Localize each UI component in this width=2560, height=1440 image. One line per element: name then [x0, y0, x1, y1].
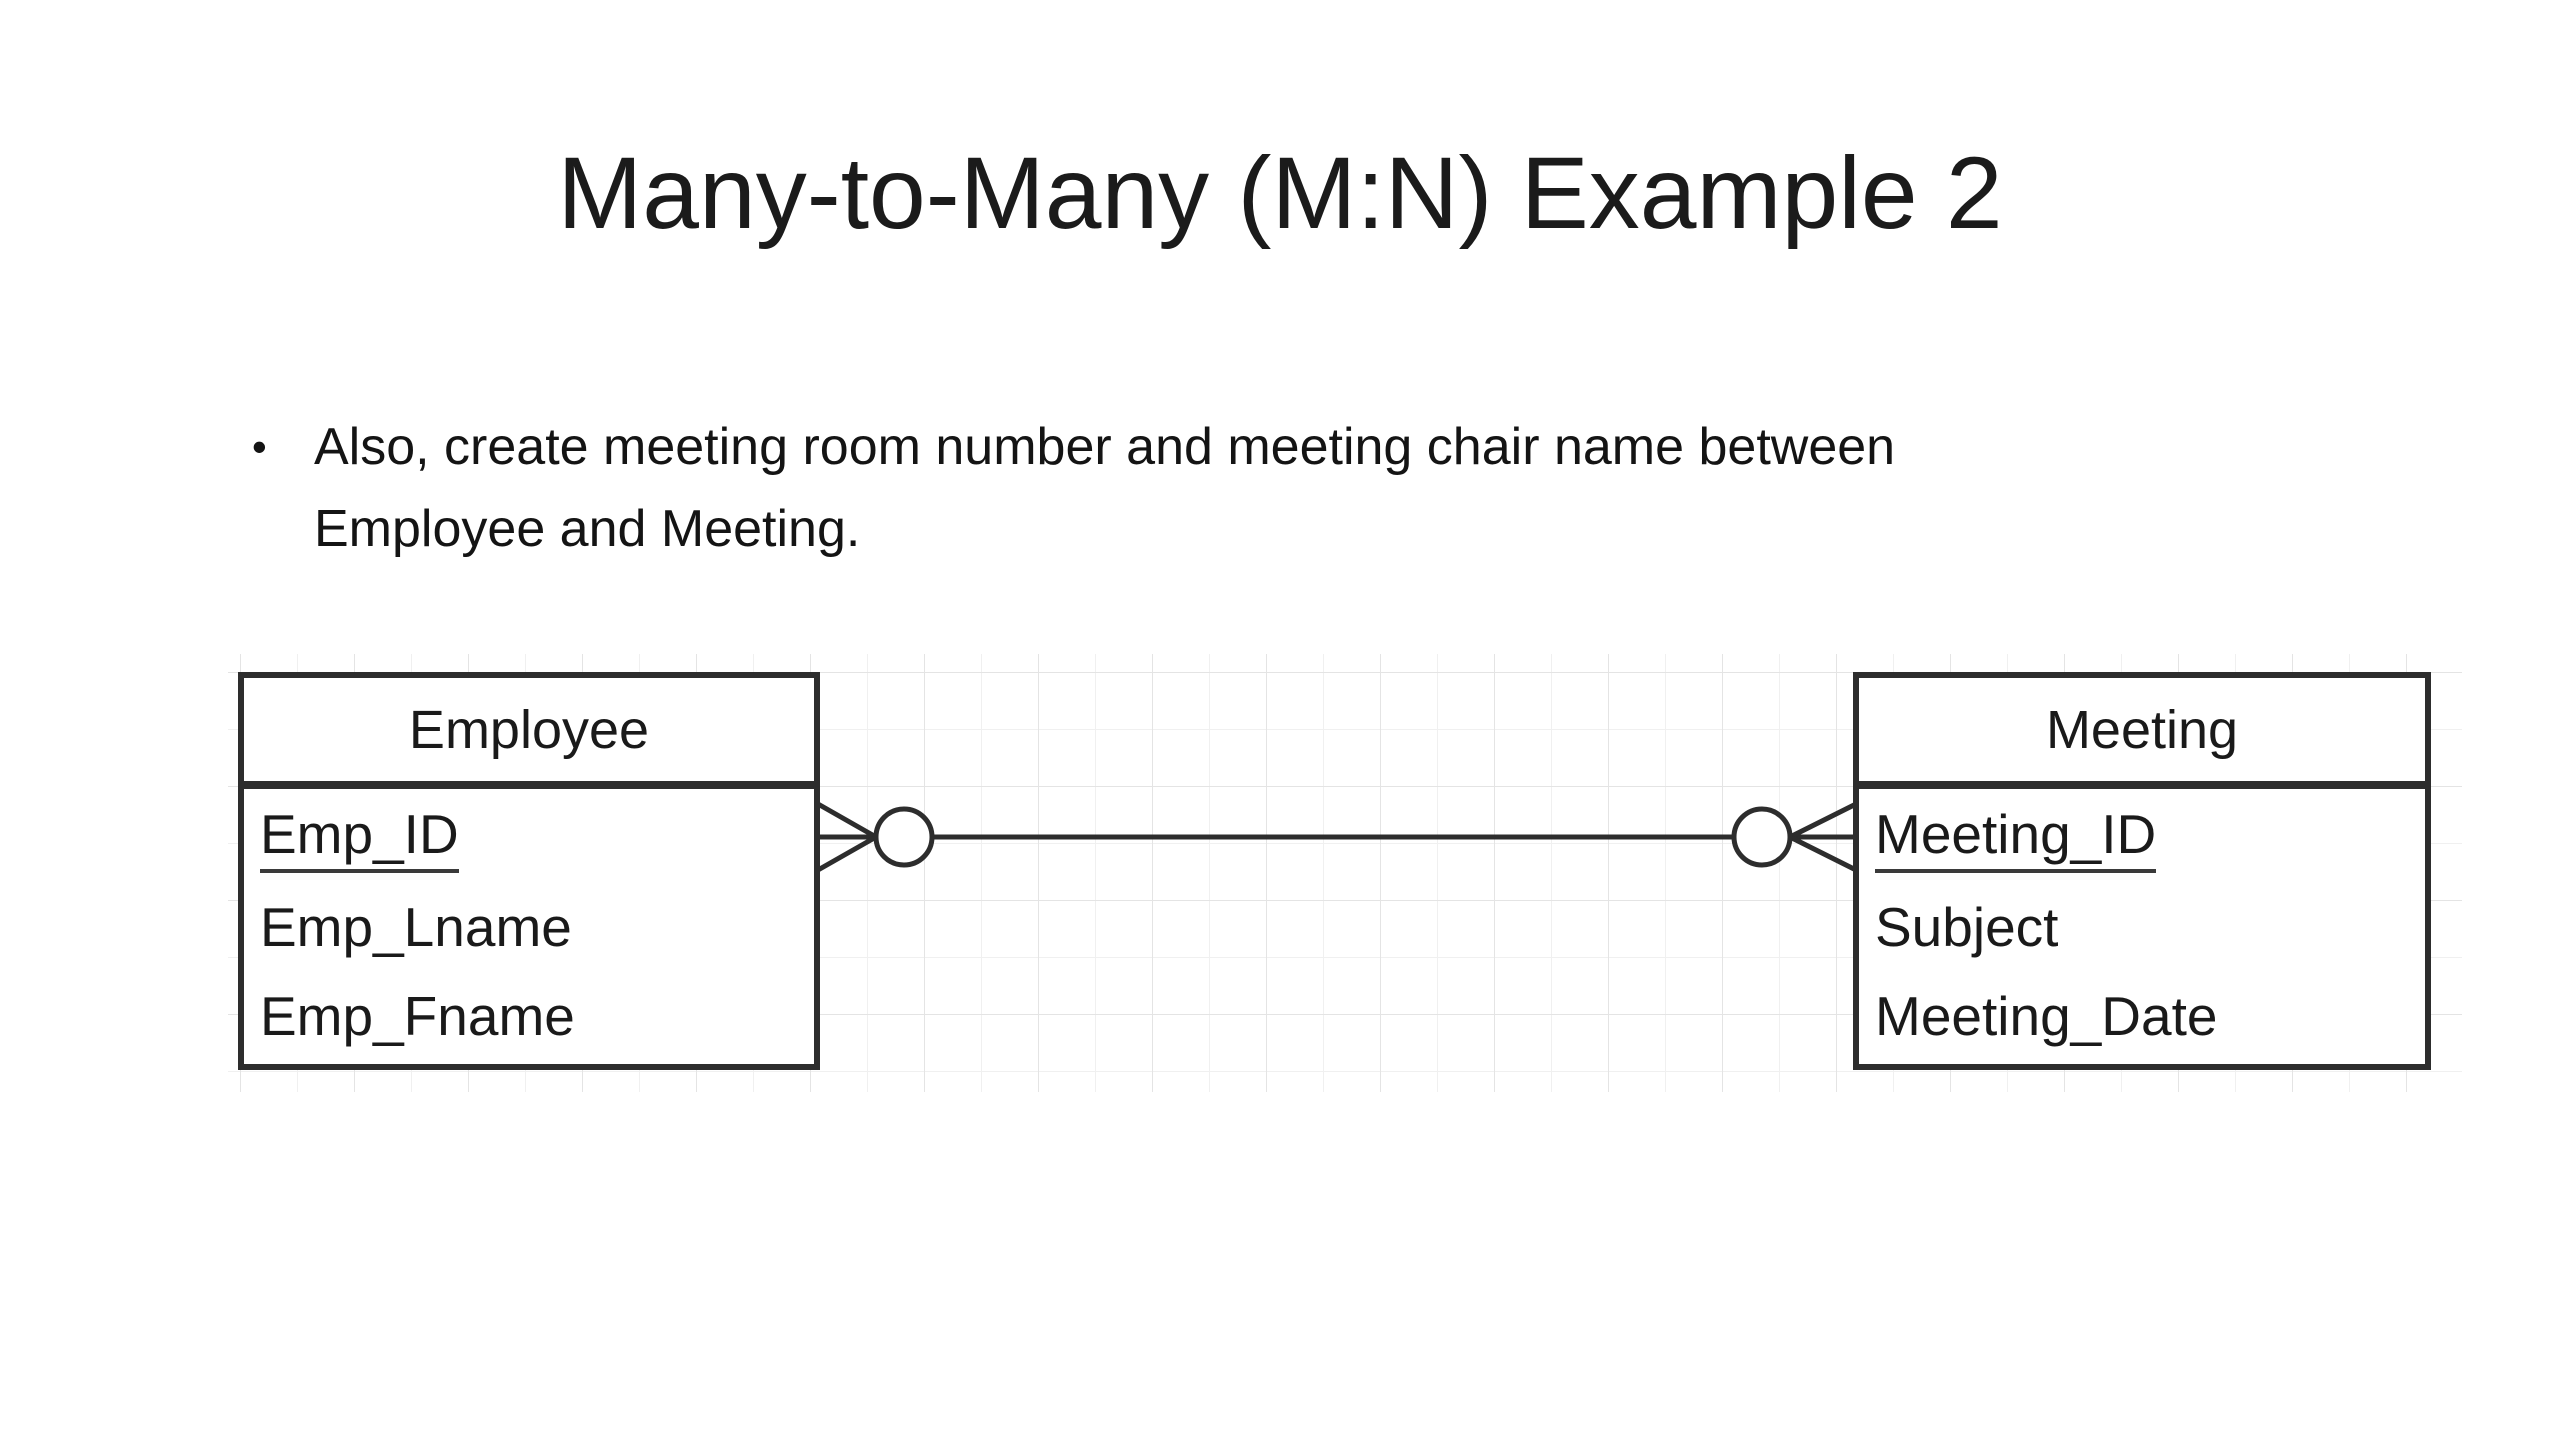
attribute-row: Emp_ID — [260, 793, 814, 882]
attribute-row: Meeting_Date — [1875, 971, 2425, 1060]
entity-employee-attributes: Emp_ID Emp_Lname Emp_Fname — [244, 789, 814, 1064]
attribute-meeting-date: Meeting_Date — [1875, 984, 2218, 1047]
attribute-emp-fname: Emp_Fname — [260, 984, 575, 1047]
attribute-row: Emp_Fname — [260, 971, 814, 1060]
entity-meeting-attributes: Meeting_ID Subject Meeting_Date — [1859, 789, 2425, 1064]
bullet-text: Also, create meeting room number and mee… — [314, 406, 1895, 570]
attribute-emp-id: Emp_ID — [260, 802, 459, 873]
attribute-subject: Subject — [1875, 895, 2059, 958]
attribute-emp-lname: Emp_Lname — [260, 895, 572, 958]
bullet-text-line-2: Employee and Meeting. — [314, 500, 861, 558]
bullet-item: • Also, create meeting room number and m… — [252, 406, 2182, 570]
attribute-row: Emp_Lname — [260, 882, 814, 971]
entity-meeting-name: Meeting — [1859, 678, 2425, 789]
attribute-row: Subject — [1875, 882, 2425, 971]
bullet-marker: • — [252, 423, 267, 470]
page-title: Many-to-Many (M:N) Example 2 — [557, 136, 2003, 250]
attribute-row: Meeting_ID — [1875, 793, 2425, 882]
bullet-text-line-1: Also, create meeting room number and mee… — [314, 418, 1896, 476]
entity-employee: Employee Emp_ID Emp_Lname Emp_Fname — [238, 672, 820, 1070]
entity-meeting: Meeting Meeting_ID Subject Meeting_Date — [1853, 672, 2431, 1070]
entity-employee-name: Employee — [244, 678, 814, 789]
attribute-meeting-id: Meeting_ID — [1875, 802, 2157, 873]
